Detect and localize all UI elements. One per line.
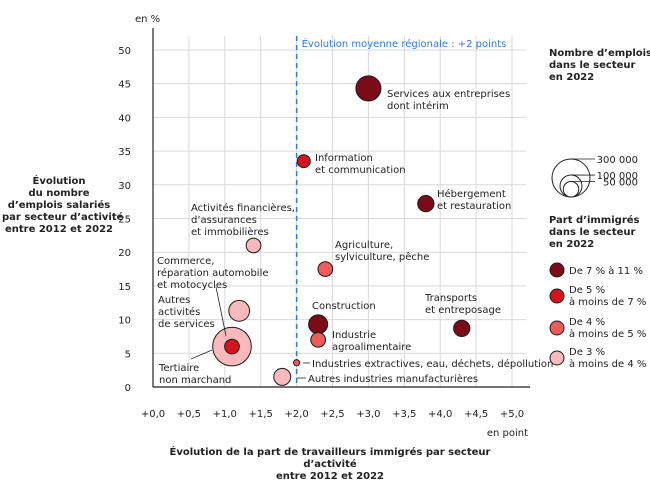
color-legend-swatch bbox=[549, 350, 565, 366]
y-tick-label: 30 bbox=[118, 181, 131, 192]
color-legend-swatch bbox=[549, 320, 565, 336]
x-tick-label: +0,5 bbox=[177, 409, 201, 420]
bubble bbox=[317, 261, 334, 277]
y-tick-label: 10 bbox=[118, 316, 131, 327]
x-axis-title-line: Évolution de la part de travailleurs imm… bbox=[169, 447, 491, 470]
color-legend-label: De 5 %à moins de 7 % bbox=[569, 285, 646, 308]
size-legend-label: 100 000 bbox=[597, 171, 638, 182]
x-tick-label: +2,5 bbox=[320, 409, 344, 420]
color-legend-swatch bbox=[549, 262, 565, 278]
x-tick-label: +4,5 bbox=[464, 409, 488, 420]
bubble bbox=[224, 338, 240, 355]
bubble bbox=[292, 359, 301, 367]
bubble bbox=[310, 331, 326, 348]
size-legend-circle bbox=[562, 180, 580, 198]
bubble bbox=[355, 75, 382, 102]
y-axis-title-line: par secteur d’activité bbox=[2, 212, 124, 223]
x-axis-title: Évolution de la part de travailleurs imm… bbox=[150, 447, 510, 483]
bubbles bbox=[212, 75, 471, 386]
bubble bbox=[417, 195, 435, 213]
y-axis-title-line: entre 2012 et 2022 bbox=[4, 224, 114, 235]
x-tick-label: +1,5 bbox=[249, 409, 273, 420]
x-tick-label: +3,5 bbox=[392, 409, 416, 420]
bubble bbox=[308, 314, 329, 335]
bubble bbox=[228, 299, 251, 322]
x-tick-label: +1,0 bbox=[213, 409, 237, 420]
y-tick-label: 35 bbox=[118, 147, 131, 158]
bubble bbox=[245, 237, 262, 254]
x-tick-label: +2,0 bbox=[284, 409, 308, 420]
bubble-label: Agriculture,sylviculture, pêche bbox=[335, 240, 429, 263]
x-unit-label: en point bbox=[487, 428, 528, 439]
bubble-label: Autres industries manufacturières bbox=[308, 373, 478, 385]
y-axis-title-line: du nombre bbox=[28, 188, 90, 199]
y-tick-label: 40 bbox=[118, 113, 131, 124]
axes: 0 5 10 15 20 25 30 35 40 45 50 +0,0 +0,5 +1,0 +1,5 +2,0… bbox=[118, 14, 530, 439]
y-tick-label: 45 bbox=[118, 80, 131, 91]
bubble bbox=[273, 367, 292, 386]
reference-line-label: Évolution moyenne régionale : +2 points bbox=[302, 37, 507, 50]
color-legend-label: De 4 %à moins de 5 % bbox=[569, 317, 646, 340]
x-tick-label: +0,0 bbox=[141, 409, 165, 420]
leader-line bbox=[190, 349, 213, 360]
y-tick-label: 20 bbox=[118, 248, 131, 259]
size-legend-label: 50 000 bbox=[603, 177, 638, 188]
y-unit-label: en % bbox=[135, 14, 160, 25]
x-axis-title-line: entre 2012 et 2022 bbox=[275, 471, 385, 482]
y-axis-title-line: Évolution bbox=[32, 176, 86, 187]
bubble-label: Construction bbox=[312, 301, 376, 312]
y-tick-label: 0 bbox=[125, 383, 131, 394]
color-legend-label: De 7 % à 11 % bbox=[569, 265, 643, 277]
color-legend-label: De 3 %à moins de 4 % bbox=[569, 347, 646, 370]
size-legend-label: 300 000 bbox=[597, 155, 638, 166]
bubble bbox=[453, 319, 471, 337]
y-tick-label: 5 bbox=[125, 349, 131, 360]
y-tick-label: 50 bbox=[118, 46, 131, 57]
reference-line: Évolution moyenne régionale : +2 points bbox=[295, 36, 507, 387]
x-tick-label: +5,0 bbox=[500, 409, 524, 420]
color-legend-swatch bbox=[549, 288, 565, 304]
y-axis-title-line: d’emplois salariés bbox=[7, 200, 111, 211]
y-tick-label: 15 bbox=[118, 282, 131, 293]
bubble-label: Industries extractives, eau, déchets, dé… bbox=[312, 358, 553, 370]
x-tick-label: +3,0 bbox=[356, 409, 380, 420]
y-tick-label: 25 bbox=[118, 215, 131, 226]
bubble bbox=[296, 154, 311, 169]
leader-line bbox=[215, 286, 227, 337]
x-tick-label: +4,0 bbox=[428, 409, 452, 420]
